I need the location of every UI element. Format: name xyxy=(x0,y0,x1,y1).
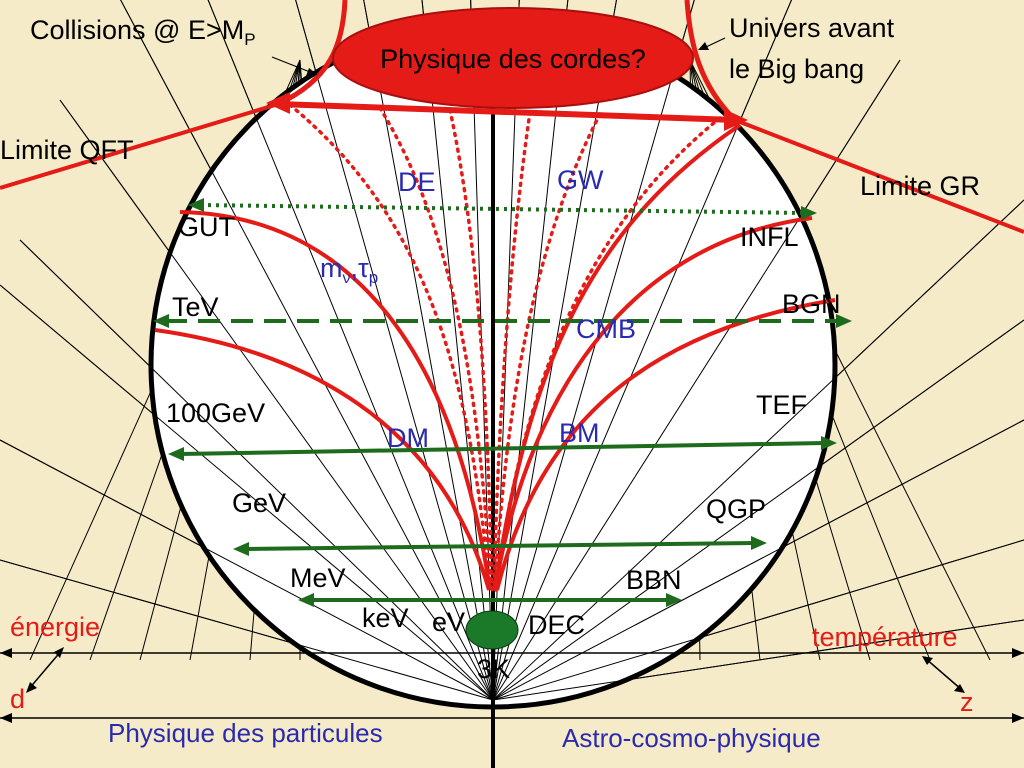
axis-arrow-right xyxy=(1012,648,1024,658)
univers-pointer xyxy=(705,37,726,48)
planck-line xyxy=(277,101,736,123)
bgn-label: BGN xyxy=(782,289,841,319)
infl-label: INFL xyxy=(740,222,799,252)
pre-bigbang-curve-right xyxy=(684,0,737,122)
radial-ray-in-17 xyxy=(492,539,1024,701)
z-label: z xyxy=(960,687,974,717)
cmb-label: CMB xyxy=(576,314,636,344)
tev-label: TeV xyxy=(172,292,219,322)
gev-label: GeV xyxy=(232,488,286,518)
gev-qgp-line xyxy=(244,541,756,551)
curve-tef xyxy=(495,298,836,591)
100gev-tef-line xyxy=(179,441,826,456)
planck-line-arrow-left xyxy=(266,92,290,114)
double-arrow-d xyxy=(27,649,63,691)
double-arrow-d-tip1 xyxy=(54,647,64,658)
string-physics-ellipse xyxy=(332,7,694,109)
strings-label: Physique des cordes? xyxy=(380,44,646,74)
qft-limit-label: Limite QFT xyxy=(0,135,134,165)
green-arrowheads xyxy=(153,198,852,607)
kev-label: keV xyxy=(362,603,409,633)
gr-limit-label: Limite GR xyxy=(860,171,980,201)
100gev-label: 100GeV xyxy=(166,398,265,428)
red-dotted-curves xyxy=(288,103,722,592)
gut-infl-dotted-line xyxy=(199,203,806,215)
bm-label: BM xyxy=(559,418,600,448)
radial-ray-in-20 xyxy=(0,559,494,701)
radial-ray-in-13 xyxy=(492,59,901,701)
temperature-label: température xyxy=(812,622,958,652)
radial-ray-in-4 xyxy=(295,0,494,701)
dm-label: DM xyxy=(387,423,429,453)
three-k-label: 3K xyxy=(477,654,510,684)
dec-label: DEC xyxy=(528,610,585,640)
univers-pointer-tip xyxy=(698,42,709,50)
gut-label: GUT xyxy=(178,212,235,242)
green-lines xyxy=(165,203,840,602)
gw-label: GW xyxy=(557,165,604,195)
mnu-tau-label: mν,τp xyxy=(320,253,378,287)
present-universe-ellipse xyxy=(465,610,519,650)
dotted-3 xyxy=(448,108,494,592)
ev-label: eV xyxy=(432,607,465,637)
curve-gut xyxy=(179,210,492,591)
qft-limit-line xyxy=(0,100,286,190)
energie-label: énergie xyxy=(10,612,100,642)
bbn-label: BBN xyxy=(626,565,682,595)
radial-ray-in-19 xyxy=(0,439,494,701)
de-label: DE xyxy=(398,167,436,197)
dotted-5 xyxy=(493,112,602,592)
radial-ray-in-5 xyxy=(363,0,494,701)
radial-ray-in-14 xyxy=(492,199,1024,701)
double-arrow-z-tip1 xyxy=(922,656,933,665)
univers-label-line1: Univers avant xyxy=(729,13,895,43)
dotted-4 xyxy=(492,110,532,592)
curve-bgn xyxy=(493,216,813,591)
radial-ray-in-21 xyxy=(492,619,1024,701)
dotted-2 xyxy=(378,106,493,592)
dotted-1 xyxy=(288,103,492,592)
curve-tev xyxy=(154,328,491,591)
double-arrow-z xyxy=(924,657,963,691)
univers-label-line2: le Big bang xyxy=(729,54,864,84)
dotted-6 xyxy=(494,116,722,592)
radial-ray-in-15 xyxy=(492,319,1024,701)
radial-ray-in-2 xyxy=(120,0,494,701)
radial-ray-in-3 xyxy=(207,0,494,701)
collisions-pointer-tip xyxy=(306,68,318,76)
planck-line-arrow-right xyxy=(724,109,748,131)
gr-limit-line xyxy=(734,118,1024,234)
double-arrow-d-tip2 xyxy=(26,682,37,693)
qgp-label: QGP xyxy=(706,494,766,524)
radial-ray-in-0 xyxy=(19,239,494,701)
double-arrow-z-tip2 xyxy=(954,684,965,693)
particles-physics-label: Physique des particules xyxy=(108,718,383,748)
collisions-label: Collisions @ E>MP xyxy=(30,15,256,49)
axis-arrow-left xyxy=(0,648,12,658)
d-label: d xyxy=(10,684,25,714)
mev-label: MeV xyxy=(290,563,346,593)
astro-physics-label: Astro-cosmo-physique xyxy=(562,723,821,753)
collisions-pointer xyxy=(271,56,311,73)
radial-ray-in-12 xyxy=(492,0,793,701)
axis2-arrow-left xyxy=(0,713,12,723)
axis2-arrow-right xyxy=(1012,713,1024,723)
tef-label: TEF xyxy=(756,390,807,420)
pre-bigbang-curve-left xyxy=(276,0,348,107)
radial-ray-in-18 xyxy=(0,284,494,701)
